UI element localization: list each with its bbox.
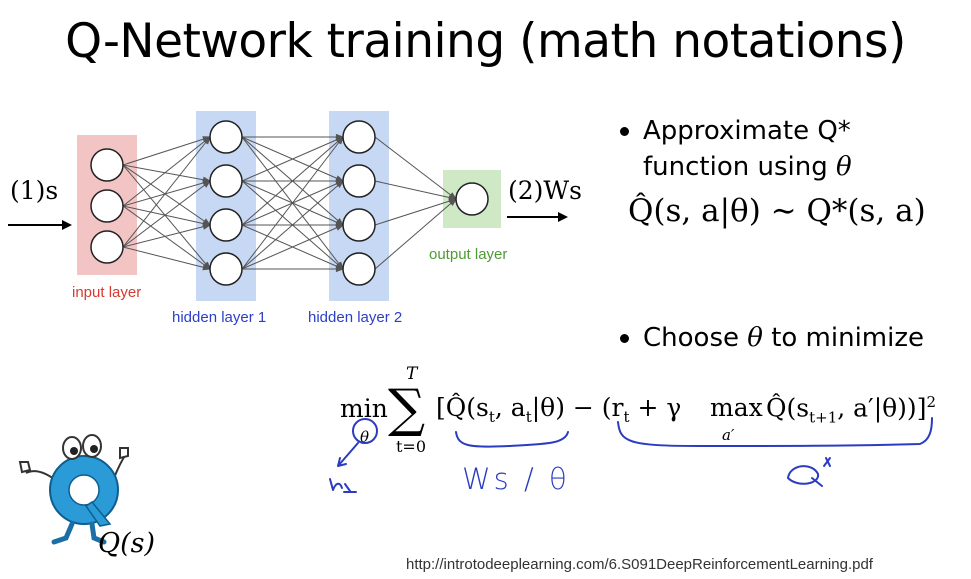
hidden-2-node	[342, 120, 376, 154]
output-annotation: (2)Ws	[508, 176, 582, 205]
hidden-1-node	[209, 164, 243, 198]
handwritten-ws-theta: Ws / θ	[462, 462, 570, 496]
input-node	[90, 189, 124, 223]
min-subscript-theta: θ	[360, 428, 370, 446]
first-term-brace	[455, 431, 569, 448]
network-edges	[122, 133, 458, 273]
hidden-layer-1-label: hidden layer 1	[172, 309, 267, 326]
input-node	[90, 148, 124, 182]
hidden-2-node	[342, 208, 376, 242]
mascot-legs	[51, 521, 107, 545]
network-edge	[122, 136, 211, 166]
mascot-caption: Q(s)	[98, 528, 156, 559]
network-edge-arrowhead	[202, 180, 212, 188]
network-edge	[122, 136, 211, 207]
network-edge	[374, 198, 457, 270]
bullet-2-after: to minimize	[771, 323, 925, 353]
network-edge	[122, 164, 211, 182]
bullet-dot	[620, 334, 629, 343]
loss-td-target: [Q̂(st, at|θ) − (rt + γ	[436, 393, 682, 426]
max-operator: max	[710, 393, 763, 422]
network-edge	[241, 224, 344, 270]
hidden-1-node	[209, 252, 243, 286]
network-edge	[122, 205, 211, 270]
theta-symbol: θ	[835, 152, 852, 182]
network-edge-arrowhead	[336, 135, 344, 145]
network-edge	[122, 136, 211, 248]
network-edge	[122, 224, 211, 248]
bullet-1-line-2-text: function using	[643, 152, 828, 182]
network-edge-arrowhead	[202, 223, 212, 230]
bullet-approximate: Approximate Q*	[620, 113, 851, 149]
bullet-1-line-2: function using θ	[643, 149, 852, 185]
max-subscript: a′	[722, 426, 735, 444]
network-edge	[241, 136, 344, 182]
bullet-choose: Choose θ to minimize	[620, 320, 924, 356]
network-edge	[374, 198, 457, 226]
network-edge	[122, 246, 211, 270]
bullet-2-text: Choose	[643, 323, 739, 353]
input-arrow-head	[62, 220, 72, 230]
network-edge	[122, 180, 211, 248]
network-edge-arrowhead	[335, 224, 345, 231]
network-edge	[122, 180, 211, 207]
hidden-2-node	[342, 164, 376, 198]
q-star-scribble	[787, 457, 831, 487]
network-edge	[122, 164, 211, 226]
output-arrow-head	[558, 212, 568, 222]
network-nodes	[90, 120, 489, 286]
q-mascot-image	[18, 434, 129, 545]
network-edge	[122, 164, 211, 270]
mascot-pupil-right	[90, 445, 98, 453]
hidden-1-node	[209, 120, 243, 154]
network-diagram	[8, 111, 568, 301]
network-edge-arrowhead	[335, 180, 345, 188]
network-edge	[374, 180, 457, 200]
network-edge-arrowhead	[202, 264, 212, 271]
network-edge-arrowhead	[448, 198, 458, 206]
sum-sign: ∑	[388, 379, 426, 439]
output-layer-label: output layer	[429, 246, 508, 263]
network-edge	[374, 136, 457, 200]
network-edge-arrowhead	[203, 135, 211, 145]
network-edge	[122, 205, 211, 226]
hidden-layer-2-label: hidden layer 2	[308, 309, 403, 326]
hidden-2-node	[342, 252, 376, 286]
network-edge	[241, 136, 344, 270]
sum-upper-limit: T	[406, 364, 418, 384]
second-term-brace	[617, 417, 933, 448]
source-url: http://introtodeeplearning.com/6.S091Dee…	[406, 556, 873, 573]
mascot-q-hole	[68, 474, 100, 506]
network-edge-arrowhead	[335, 265, 345, 273]
theta-arrow-annotation	[337, 442, 359, 467]
output-node	[455, 182, 489, 216]
sum-lower-limit: t=0	[396, 437, 427, 456]
hidden-1-node	[209, 208, 243, 242]
theta-circle-annotation	[352, 418, 378, 444]
loss-q-next: Q̂(st+1, a′|θ))]2	[766, 393, 936, 427]
bullet-1-line-1: Approximate Q*	[643, 116, 851, 146]
bullet-dot	[620, 127, 629, 136]
q-approximation-formula: Q̂(s, a|θ) ∼ Q*(s, a)	[628, 193, 926, 229]
theta-scribble	[329, 478, 357, 493]
mascot-q-tail	[84, 500, 112, 527]
network-edge	[241, 180, 344, 270]
input-node	[90, 230, 124, 264]
input-layer-label: input layer	[72, 284, 142, 301]
theta-symbol: θ	[747, 323, 763, 353]
slide-title: Q-Network training (math notations)	[65, 14, 906, 69]
input-annotation: (1)s	[10, 176, 59, 205]
mascot-pupil-left	[70, 447, 78, 455]
network-edge	[241, 136, 344, 226]
